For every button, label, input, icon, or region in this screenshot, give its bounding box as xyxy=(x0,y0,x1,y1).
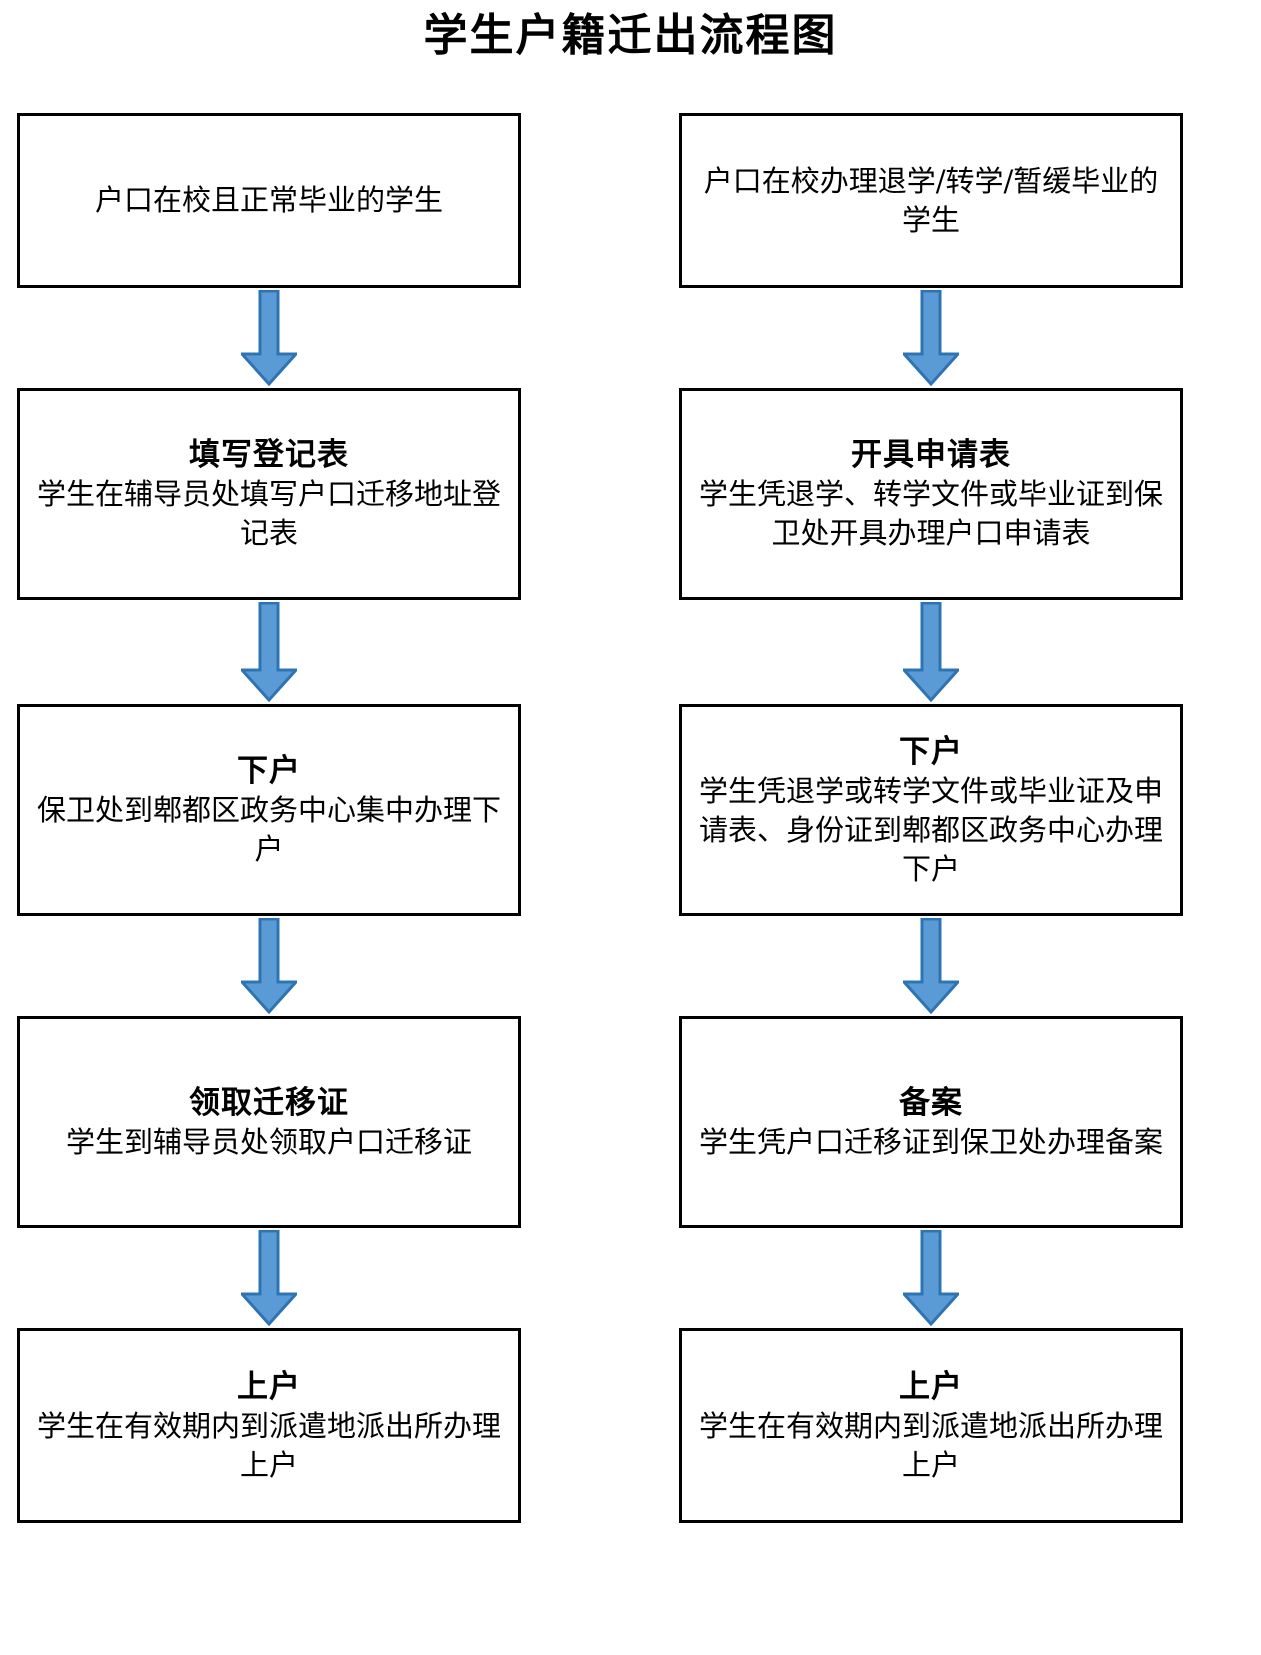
flow-box-heading: 领取迁移证 xyxy=(189,1084,349,1121)
flow-box-body: 学生凭退学、转学文件或毕业证到保卫处开具办理户口申请表 xyxy=(698,477,1163,550)
flow-box-heading: 上户 xyxy=(237,1368,301,1405)
down-block-arrow-icon xyxy=(241,1230,297,1326)
flow-box-right-5[interactable]: 上户 学生在有效期内到派遣地派出所办理上户 xyxy=(679,1328,1183,1523)
flow-box-right-1[interactable]: 户口在校办理退学/转学/暂缓毕业的学生 xyxy=(679,113,1183,288)
down-block-arrow-icon xyxy=(903,1230,959,1326)
flow-arrow-left-2 xyxy=(17,600,521,704)
flow-arrow-right-3 xyxy=(679,916,1183,1016)
flow-box-body: 学生在辅导员处填写户口迁移地址登记表 xyxy=(36,477,501,550)
down-block-arrow-icon xyxy=(903,602,959,702)
flow-arrow-right-1 xyxy=(679,288,1183,388)
down-block-arrow-icon xyxy=(241,290,297,386)
flow-box-body: 保卫处到郫都区政务中心集中办理下户 xyxy=(36,793,501,866)
flow-box-body: 户口在校办理退学/转学/暂缓毕业的学生 xyxy=(703,163,1159,237)
flow-arrow-right-4 xyxy=(679,1228,1183,1328)
down-block-arrow-icon xyxy=(241,602,297,702)
flow-box-heading: 开具申请表 xyxy=(851,437,1011,473)
flow-column-withdrawal-transfer-deferred: 户口在校办理退学/转学/暂缓毕业的学生 开具申请表 学生凭退学、转学文件或毕业证… xyxy=(679,113,1183,1523)
page-title: 学生户籍迁出流程图 xyxy=(423,10,838,61)
down-block-arrow-icon xyxy=(241,918,297,1014)
flow-box-left-3[interactable]: 下户 保卫处到郫都区政务中心集中办理下户 xyxy=(17,704,521,916)
flow-box-body: 学生到辅导员处领取户口迁移证 xyxy=(65,1124,472,1159)
flow-box-body: 户口在校且正常毕业的学生 xyxy=(94,183,443,217)
flow-box-right-2[interactable]: 开具申请表 学生凭退学、转学文件或毕业证到保卫处开具办理户口申请表 xyxy=(679,388,1183,600)
flow-box-heading: 备案 xyxy=(899,1084,963,1121)
flow-box-body: 学生凭户口迁移证到保卫处办理备案 xyxy=(698,1124,1163,1159)
flow-box-heading: 下户 xyxy=(237,753,301,789)
flow-box-left-2[interactable]: 填写登记表 学生在辅导员处填写户口迁移地址登记表 xyxy=(17,388,521,600)
flow-box-body: 学生在有效期内到派遣地派出所办理上户 xyxy=(36,1408,501,1482)
flow-box-right-3[interactable]: 下户 学生凭退学或转学文件或毕业证及申请表、身份证到郫都区政务中心办理下户 xyxy=(679,704,1183,916)
flow-box-body: 学生凭退学或转学文件或毕业证及申请表、身份证到郫都区政务中心办理下户 xyxy=(698,773,1163,886)
flow-box-heading: 下户 xyxy=(899,733,963,770)
flow-box-left-4[interactable]: 领取迁移证 学生到辅导员处领取户口迁移证 xyxy=(17,1016,521,1228)
flow-box-right-4[interactable]: 备案 学生凭户口迁移证到保卫处办理备案 xyxy=(679,1016,1183,1228)
flow-arrow-right-2 xyxy=(679,600,1183,704)
down-block-arrow-icon xyxy=(903,290,959,386)
flow-arrow-left-4 xyxy=(17,1228,521,1328)
flow-box-body: 学生在有效期内到派遣地派出所办理上户 xyxy=(698,1408,1163,1482)
flow-arrow-left-1 xyxy=(17,288,521,388)
flow-box-heading: 上户 xyxy=(899,1368,963,1405)
flow-column-normal-graduation: 户口在校且正常毕业的学生 填写登记表 学生在辅导员处填写户口迁移地址登记表 下户… xyxy=(17,113,521,1523)
flow-arrow-left-3 xyxy=(17,916,521,1016)
flow-box-heading: 填写登记表 xyxy=(189,437,349,473)
flow-box-left-1[interactable]: 户口在校且正常毕业的学生 xyxy=(17,113,521,288)
flow-box-left-5[interactable]: 上户 学生在有效期内到派遣地派出所办理上户 xyxy=(17,1328,521,1523)
down-block-arrow-icon xyxy=(903,918,959,1014)
